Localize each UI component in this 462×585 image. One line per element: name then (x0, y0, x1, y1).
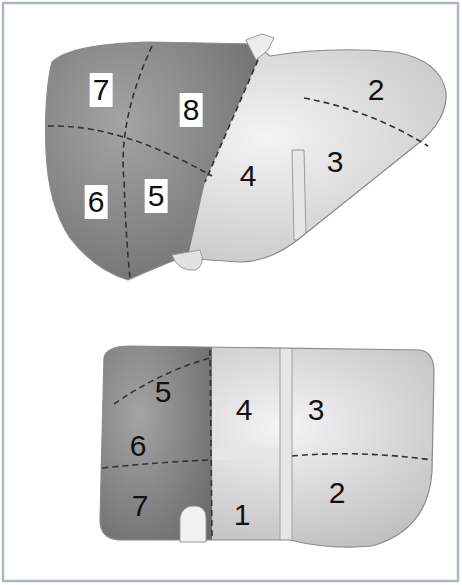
callout-number: 4 (237, 159, 260, 193)
callout-number: 7 (90, 73, 113, 107)
segment-lines (102, 350, 432, 540)
liver-outline (100, 346, 434, 547)
callout-number: 2 (365, 73, 388, 107)
segment-lines (48, 46, 428, 278)
left-lobe (30, 30, 460, 300)
callout-number: 1 (231, 498, 254, 532)
callout-number: 6 (127, 429, 150, 463)
liver-visceral (90, 340, 440, 555)
segment-line (123, 46, 152, 278)
segment-line (102, 460, 210, 468)
liver-anterior (30, 30, 460, 300)
segment-line (210, 350, 212, 540)
right-lobe (30, 30, 264, 300)
segment-line (48, 126, 212, 176)
right-lobe (90, 340, 212, 555)
left-lobe (90, 340, 440, 555)
ligament (292, 150, 306, 240)
gallbladder (180, 506, 206, 542)
callout-number: 5 (145, 179, 168, 213)
callout-number: 8 (180, 93, 203, 127)
segment-line (292, 454, 432, 460)
porta-hepatis (212, 448, 280, 460)
callout-number: 6 (85, 185, 108, 219)
ligament (280, 345, 292, 550)
gallbladder (172, 250, 202, 270)
liver-outline (46, 42, 447, 280)
callout-number: 3 (324, 145, 347, 179)
falciform-ligament (246, 34, 274, 60)
callout-number: 5 (152, 375, 175, 409)
callout-number: 7 (129, 489, 152, 523)
callout-number: 4 (233, 393, 256, 427)
callout-number: 2 (326, 476, 349, 510)
callout-number: 3 (305, 393, 328, 427)
segment-line (304, 98, 428, 146)
